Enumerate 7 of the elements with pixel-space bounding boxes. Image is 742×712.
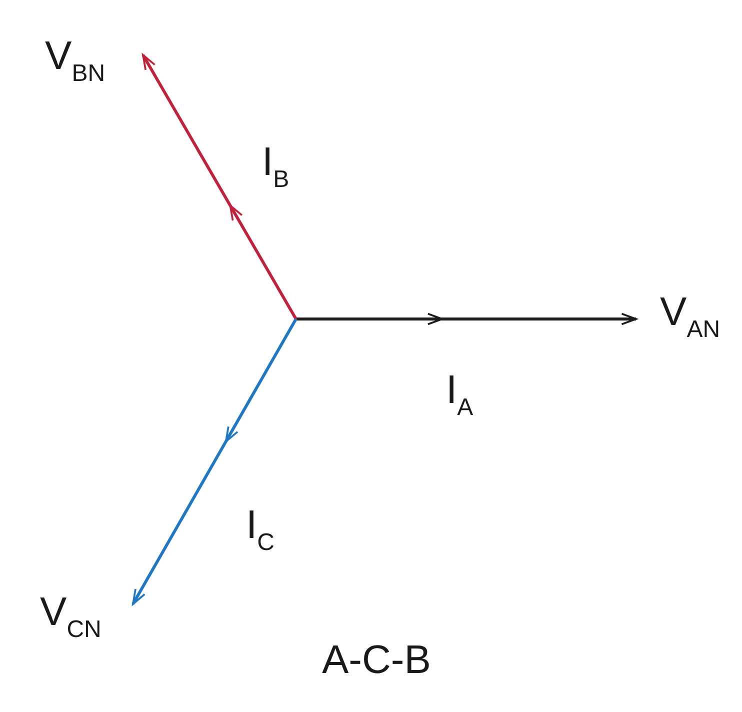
phasor-label: V$_{CN}$: [40, 592, 102, 642]
phasor-label: I$_{A}$: [446, 370, 474, 420]
phasor-label: I$_{C}$: [246, 505, 274, 555]
phasor-label: V$_{AN}$: [660, 292, 720, 342]
phasor-label: V$_{BN}$: [45, 36, 106, 86]
phasor-label: I$_{B}$: [262, 142, 290, 192]
phase-sequence-label: A-C-B: [322, 640, 431, 680]
